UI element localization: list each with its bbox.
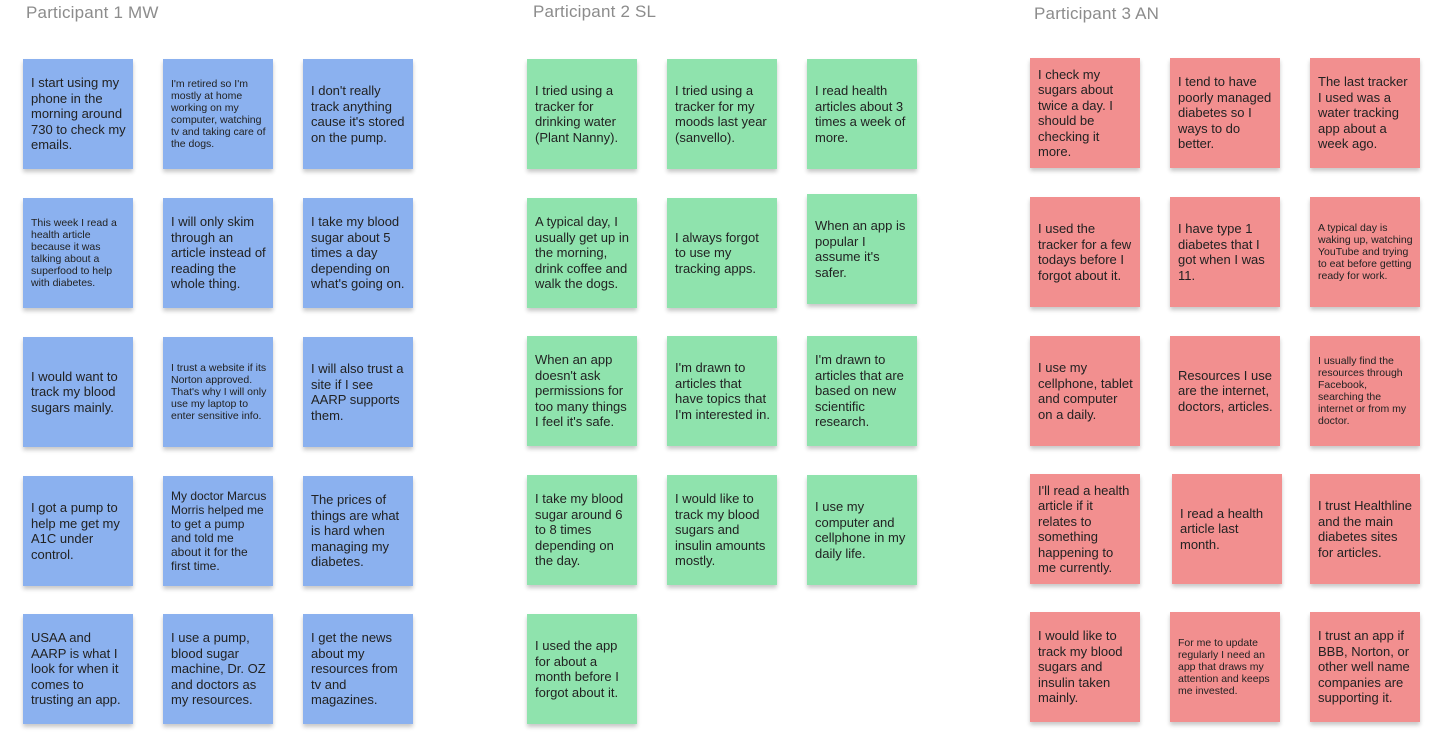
note-text: The last tracker I used was a water trac… <box>1318 74 1408 152</box>
sticky-note[interactable]: I take my blood sugar about 5 times a da… <box>303 198 413 308</box>
sticky-note[interactable]: When an app is popular I assume it's saf… <box>807 194 917 304</box>
note-text: I use a pump, blood sugar machine, Dr. O… <box>171 630 266 708</box>
note-text: I get the news about my resources from t… <box>311 630 398 708</box>
note-text: A typical day is waking up, watching You… <box>1318 222 1413 282</box>
note-text: I take my blood sugar about 5 times a da… <box>311 214 405 292</box>
sticky-note[interactable]: I got a pump to help me get my A1C under… <box>23 476 133 586</box>
note-text: I will only skim through an article inst… <box>171 214 266 292</box>
note-text: I use my computer and cellphone in my da… <box>815 499 906 561</box>
note-text: I used the tracker for a few todays befo… <box>1038 221 1132 283</box>
sticky-note[interactable]: I take my blood sugar around 6 to 8 time… <box>527 475 637 585</box>
sticky-note[interactable]: I will only skim through an article inst… <box>163 198 273 308</box>
note-text: I will also trust a site if I see AARP s… <box>311 361 404 423</box>
note-text: I use my cellphone, tablet and computer … <box>1038 360 1133 422</box>
participant-3-title: Participant 3 AN <box>1034 4 1160 23</box>
sticky-note[interactable]: I start using my phone in the morning ar… <box>23 59 133 169</box>
sticky-note[interactable]: The last tracker I used was a water trac… <box>1310 58 1420 168</box>
sticky-note[interactable]: I trust a website if its Norton approved… <box>163 337 273 447</box>
note-text: When an app is popular I assume it's saf… <box>815 218 906 280</box>
sticky-note[interactable]: I'll read a health article if it relates… <box>1030 474 1140 584</box>
note-text: I got a pump to help me get my A1C under… <box>31 500 120 562</box>
sticky-note[interactable]: I always forgot to use my tracking apps. <box>667 198 777 308</box>
sticky-note[interactable]: I don't really track anything cause it's… <box>303 59 413 169</box>
note-text: My doctor Marcus Morris helped me to get… <box>171 489 267 573</box>
note-text: I read a health article last month. <box>1180 505 1264 552</box>
sticky-note[interactable]: I would want to track my blood sugars ma… <box>23 337 133 447</box>
note-text: I usually find the resources through Fac… <box>1318 355 1407 427</box>
note-text: I would like to track my blood sugars an… <box>1038 628 1123 706</box>
note-text: I used the app for about a month before … <box>535 638 619 700</box>
participant-2-title: Participant 2 SL <box>533 2 657 21</box>
note-text: I would want to track my blood sugars ma… <box>31 368 118 415</box>
sticky-note[interactable]: I use a pump, blood sugar machine, Dr. O… <box>163 614 273 724</box>
sticky-note[interactable]: I trust Healthline and the main diabetes… <box>1310 474 1420 584</box>
note-text: I always forgot to use my tracking apps. <box>675 229 759 276</box>
sticky-note[interactable]: I tried using a tracker for my moods las… <box>667 59 777 169</box>
sticky-note[interactable]: I used the app for about a month before … <box>527 614 637 724</box>
sticky-note[interactable]: I use my cellphone, tablet and computer … <box>1030 336 1140 446</box>
note-text: I trust a website if its Norton approved… <box>171 362 267 422</box>
note-text: USAA and AARP is what I look for when it… <box>31 630 121 708</box>
note-text: I trust an app if BBB, Norton, or other … <box>1318 628 1410 706</box>
sticky-note[interactable]: I'm drawn to articles that have topics t… <box>667 336 777 446</box>
sticky-note[interactable]: The prices of things are what is hard wh… <box>303 476 413 586</box>
note-text: I don't really track anything cause it's… <box>311 83 405 145</box>
sticky-note[interactable]: When an app doesn't ask permissions for … <box>527 336 637 446</box>
note-text: When an app doesn't ask permissions for … <box>535 352 627 430</box>
note-text: I read health articles about 3 times a w… <box>815 83 906 145</box>
note-text: I trust Healthline and the main diabetes… <box>1318 498 1412 560</box>
note-text: I check my sugars about twice a day. I s… <box>1038 66 1114 160</box>
note-text: For me to update regularly I need an app… <box>1178 637 1270 697</box>
note-text: I would like to track my blood sugars an… <box>675 491 766 569</box>
sticky-note[interactable]: Resources I use are the internet, doctor… <box>1170 336 1280 446</box>
sticky-note[interactable]: I have type 1 diabetes that I got when I… <box>1170 197 1280 307</box>
sticky-note[interactable]: USAA and AARP is what I look for when it… <box>23 614 133 724</box>
note-text: I take my blood sugar around 6 to 8 time… <box>535 491 624 569</box>
sticky-note[interactable]: I used the tracker for a few todays befo… <box>1030 197 1140 307</box>
sticky-note[interactable]: I would like to track my blood sugars an… <box>667 475 777 585</box>
sticky-note[interactable]: I trust an app if BBB, Norton, or other … <box>1310 612 1420 722</box>
sticky-note[interactable]: I check my sugars about twice a day. I s… <box>1030 58 1140 168</box>
note-text: I have type 1 diabetes that I got when I… <box>1178 221 1265 283</box>
sticky-note[interactable]: I get the news about my resources from t… <box>303 614 413 724</box>
note-text: I'm drawn to articles that have topics t… <box>675 360 770 422</box>
note-text: This week I read a health article becaus… <box>31 217 117 289</box>
note-text: The prices of things are what is hard wh… <box>311 492 400 570</box>
note-text: Resources I use are the internet, doctor… <box>1178 367 1273 414</box>
sticky-note[interactable]: I tried using a tracker for drinking wat… <box>527 59 637 169</box>
sticky-note[interactable]: I usually find the resources through Fac… <box>1310 336 1420 446</box>
sticky-note[interactable]: A typical day, I usually get up in the m… <box>527 198 637 308</box>
sticky-note[interactable]: I read a health article last month. <box>1172 474 1282 584</box>
sticky-note[interactable]: I will also trust a site if I see AARP s… <box>303 337 413 447</box>
sticky-note[interactable]: I read health articles about 3 times a w… <box>807 59 917 169</box>
note-text: I start using my phone in the morning ar… <box>31 75 126 153</box>
sticky-note[interactable]: A typical day is waking up, watching You… <box>1310 197 1420 307</box>
sticky-note[interactable]: My doctor Marcus Morris helped me to get… <box>163 476 273 586</box>
note-text: A typical day, I usually get up in the m… <box>535 214 629 292</box>
sticky-note[interactable]: I would like to track my blood sugars an… <box>1030 612 1140 722</box>
sticky-note[interactable]: I tend to have poorly managed diabetes s… <box>1170 58 1280 168</box>
note-text: I tried using a tracker for my moods las… <box>675 83 767 145</box>
note-text: I'm retired so I'm mostly at home workin… <box>171 78 266 150</box>
note-text: I tried using a tracker for drinking wat… <box>535 83 619 145</box>
note-text: I tend to have poorly managed diabetes s… <box>1178 74 1272 152</box>
sticky-note[interactable]: This week I read a health article becaus… <box>23 198 133 308</box>
sticky-note[interactable]: I'm drawn to articles that are based on … <box>807 336 917 446</box>
note-text: I'm drawn to articles that are based on … <box>815 352 904 430</box>
note-text: I'll read a health article if it relates… <box>1038 482 1130 576</box>
sticky-note[interactable]: I'm retired so I'm mostly at home workin… <box>163 59 273 169</box>
participant-1-title: Participant 1 MW <box>26 3 159 22</box>
sticky-note[interactable]: For me to update regularly I need an app… <box>1170 612 1280 722</box>
sticky-note[interactable]: I use my computer and cellphone in my da… <box>807 475 917 585</box>
